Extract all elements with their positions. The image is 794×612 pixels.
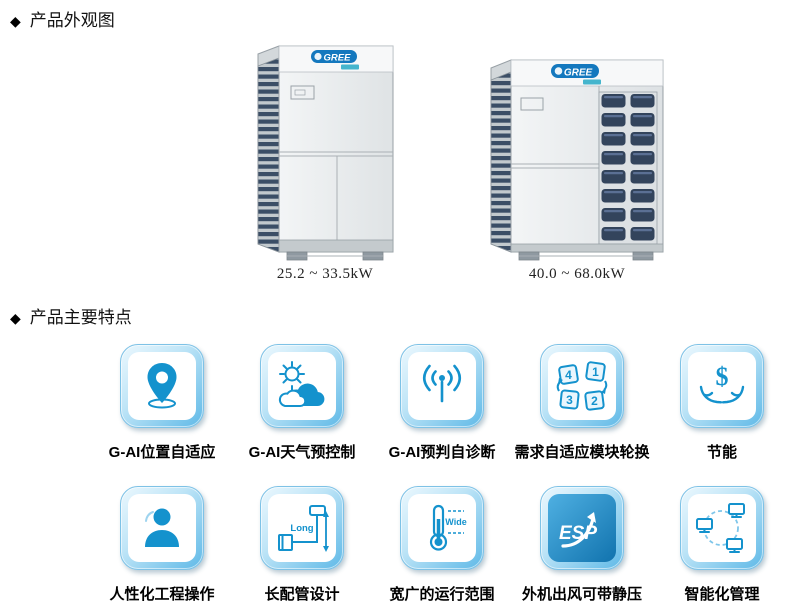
feature-label: 智能化管理 [684,586,760,603]
network-computers-icon [680,486,764,570]
location-pin-icon [120,344,204,428]
feature-static-pressure: ESP 外机出风可带静压 [512,486,652,604]
outdoor-unit-large-image: GREE [487,52,667,269]
module-rotation-icon: 4 1 3 2 [540,344,624,428]
feature-wide-range: Wide 宽广的运行范围 [372,486,512,604]
feature-long-piping: Long 长配管设计 [232,486,372,604]
feature-gai-diagnosis: G-AI预判自诊断 [372,344,512,462]
svg-text:2: 2 [591,394,598,408]
capacity-range-large: 40.0 ~ 68.0kW [528,266,626,282]
feature-label: G-AI位置自适应 [108,444,216,461]
gree-logo: GREE [324,53,352,64]
person-icon [120,486,204,570]
features-section-title: 产品主要特点 [29,308,132,327]
feature-label: 节能 [706,444,737,461]
feature-gai-weather: G-AI天气预控制 [232,344,372,462]
feature-gai-location: G-AI位置自适应 [92,344,232,462]
feature-smart-management: 智能化管理 [652,486,792,604]
feature-label: G-AI预判自诊断 [388,444,496,461]
feature-label: 人性化工程操作 [109,586,215,603]
feature-row-2: 人性化工程操作 Long [92,486,792,604]
long-pipe-icon: Long [260,486,344,570]
svg-text:$: $ [716,362,729,391]
gree-logo: GREE [564,68,593,79]
weather-forecast-icon [260,344,344,428]
feature-label: 外机出风可带静压 [521,586,642,603]
svg-text:Wide: Wide [445,517,466,527]
capacity-range-small: 25.2 ~ 33.5kW [276,266,374,282]
appearance-section-title: 产品外观图 [29,11,115,30]
dollar-hands-icon: $ [680,344,764,428]
diamond-bullet-icon: ◆ [10,15,21,30]
features-section-header: ◆ 产品主要特点 [10,303,132,328]
svg-text:3: 3 [566,393,573,407]
feature-module-rotation: 4 1 3 2 需求自适应模块轮换 [512,344,652,462]
feature-energy-saving: $ 节能 [652,344,792,462]
outdoor-unit-small-image: GREE [253,36,397,271]
signal-broadcast-icon [400,344,484,428]
diamond-bullet-icon: ◆ [10,312,21,327]
feature-label: G-AI天气预控制 [248,444,356,461]
svg-text:Long: Long [290,523,313,534]
appearance-section-header: ◆ 产品外观图 [10,6,115,31]
feature-row-1: G-AI位置自适应 [92,344,792,462]
thermometer-icon: Wide [400,486,484,570]
feature-label: 长配管设计 [264,586,340,603]
feature-user-friendly: 人性化工程操作 [92,486,232,604]
outdoor-unit-large-illustration: GREE [490,59,664,261]
outdoor-unit-small-illustration: GREE [257,45,394,261]
esp-arrow-icon: ESP [540,486,624,570]
feature-label: 宽广的运行范围 [389,586,495,603]
svg-text:1: 1 [592,365,599,379]
svg-text:ESP: ESP [559,523,597,544]
svg-text:4: 4 [565,368,572,382]
feature-label: 需求自适应模块轮换 [514,444,650,461]
